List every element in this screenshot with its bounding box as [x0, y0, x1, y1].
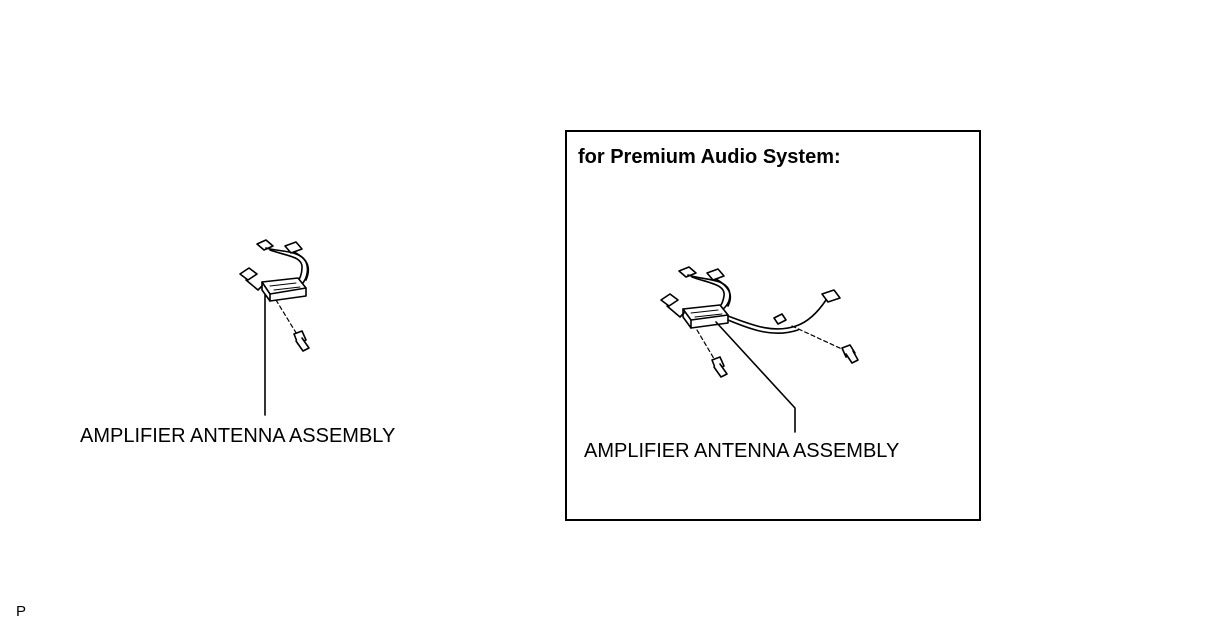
premium-audio-panel [565, 130, 981, 521]
premium-audio-panel-title: for Premium Audio System: [578, 146, 841, 168]
left-part-label: AMPLIFIER ANTENNA ASSEMBLY [80, 425, 396, 447]
right-amplifier-illustration [660, 266, 859, 433]
left-amplifier-illustration [239, 239, 310, 416]
page-mark: P [16, 603, 27, 620]
right-part-label: AMPLIFIER ANTENNA ASSEMBLY [584, 440, 900, 462]
